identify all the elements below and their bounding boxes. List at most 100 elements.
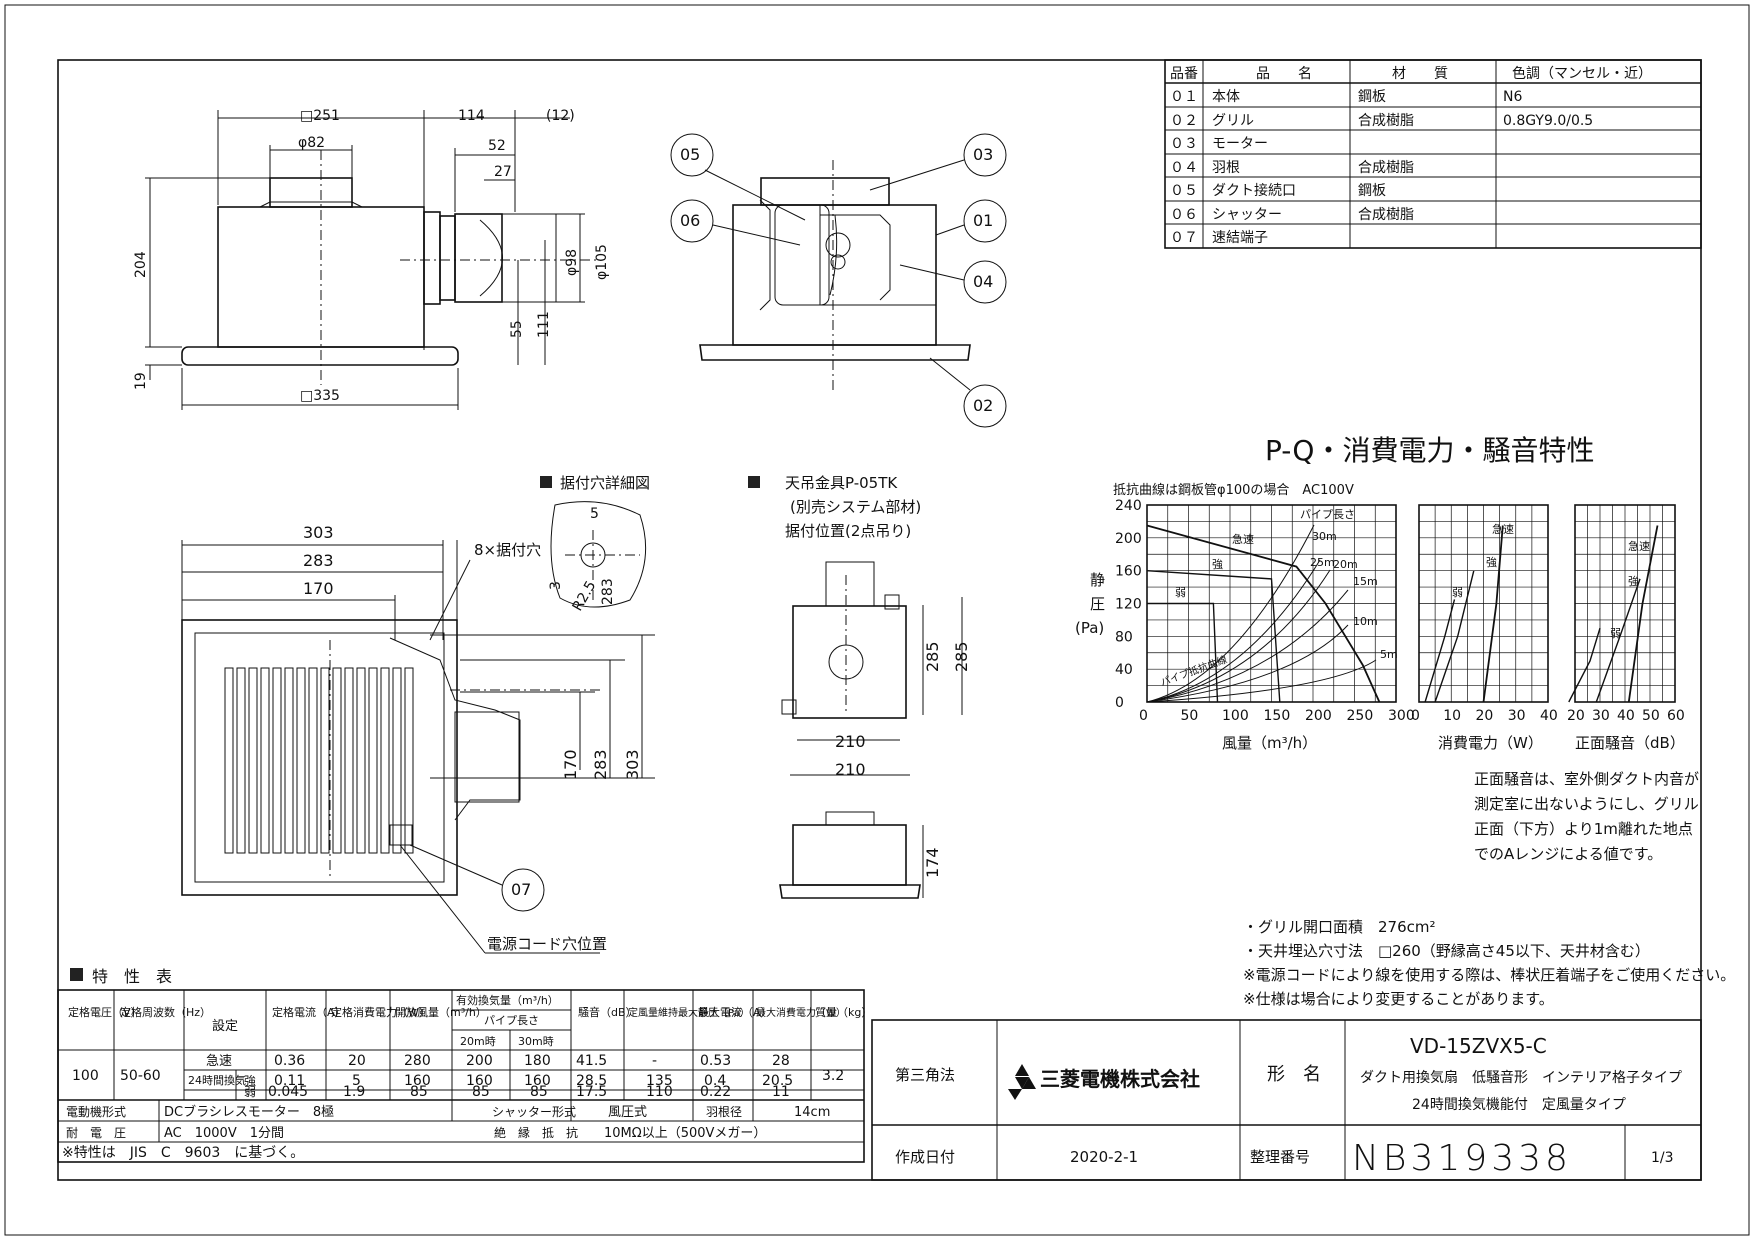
pipe-20m: 20m [1333,558,1358,571]
h-freq: 定格周波数（Hz） [120,1005,211,1019]
mount-hole-detail: 据付穴詳細図 5 3 R2.5 283 [540,474,650,614]
power-curve-label: 弱 [1452,586,1463,599]
spec-footnote: ※特性は JIS C 9603 に基づく。 [62,1144,304,1161]
parts-header-no: 品番 [1170,66,1198,82]
chart-condition: 抵抗曲線は鋼板管φ100の場合 AC100V [1113,482,1354,498]
pipe-10m: 10m [1353,615,1378,628]
maxcur: 0.22 [700,1084,731,1100]
callout-label: 01 [973,211,993,230]
model-number: VD-15ZVX5-C [1410,1034,1547,1058]
part-color: 0.8GY9.0/0.5 [1503,113,1593,129]
maxpress: 110 [646,1084,673,1100]
hole-dim: 3 [548,581,564,590]
chart-note: 正面騒音は、室外側ダクト内音が 測定室に出ないようにし、グリル 正面（下方）より… [1474,770,1699,863]
dim-label: 52 [488,138,506,154]
series-line-1 [1434,570,1475,703]
h-maxpow: 最大消費電力（W） [756,1006,846,1019]
y-tick-label: 160 [1115,564,1142,580]
insulation-label: 絶 縁 抵 抗 [494,1125,578,1140]
h-maxcur: 最大電流（A） [698,1005,772,1019]
withstand-value: AC 1000V 1分間 [164,1126,284,1141]
series-line-2 [1147,602,1219,703]
series-line-2 [1424,599,1456,703]
hanger-drawing: 天吊金具P-05TK (別売システム部材) 据付位置(2点吊り) 210 285… [748,474,971,899]
blade-value: 14cm [794,1105,830,1120]
airflow: 280 [404,1053,431,1069]
h-maxpress: 定風量維持最大静圧（Pa） [628,1006,750,1019]
spec-table: 特 性 表 定格電圧（V） 定格周波数（Hz） 設定 定格電流（A） 定格消費電… [57,967,872,1163]
mount-hole-title: 据付穴詳細図 [560,474,650,492]
dim-label: 114 [458,108,485,124]
power-xlabel: 消費電力（W） [1438,734,1543,752]
part-material: 合成樹脂 [1358,113,1414,129]
blade-label: 羽根径 [706,1105,742,1119]
part-name: グリル [1212,113,1254,129]
h-airflow: 開放風量（m³/h） [395,1005,487,1019]
shutter-value: 風圧式 [608,1105,647,1120]
part-material: 合成樹脂 [1358,207,1414,223]
h-power: 定格消費電力（W） [331,1005,430,1019]
part-name: 本体 [1212,89,1240,105]
chart-title: P-Q・消費電力・騒音特性 [1265,434,1594,467]
spec-title: 特 性 表 [92,967,172,986]
part-no: ０５ [1170,183,1198,199]
freq-value: 50-60 [120,1068,161,1084]
pipe-15m: 15m [1353,575,1378,588]
note: ・グリル開口面積 276cm² [1243,918,1436,936]
date-label: 作成日付 [895,1148,955,1166]
part-name: モーター [1212,136,1268,152]
noise-curve-label: 強 [1628,575,1639,588]
m30: 160 [524,1073,551,1089]
part-material: 合成樹脂 [1358,160,1414,176]
note: ・天井埋込穴寸法 □260（野縁高さ45以下、天井材含む） [1243,942,1650,960]
x-tick-label: 50 [1181,708,1199,724]
maxpow: 11 [772,1084,790,1100]
dim-label: 204 [133,251,149,278]
parts-header-name: 品 名 [1256,66,1312,82]
h-mass: 質量（kg） [815,1005,872,1019]
parts-header-color: 色調（マンセル・近） [1512,65,1652,82]
x-tick-label: 50 [1642,708,1660,724]
part-no: ０４ [1170,160,1198,176]
h-voltage: 定格電圧（V） [68,1005,142,1019]
callout-01: 01 [935,199,1007,243]
x-tick-label: 20 [1476,708,1494,724]
power-series [1424,525,1504,703]
parts-header-material: 材 質 [1392,66,1448,82]
mode: 強 [244,1074,256,1088]
pq-curve-label: 急速 [1232,532,1254,546]
part-material: 鋼板 [1358,89,1386,105]
title-block: 第三角法 三菱電機株式会社 形 名 VD-15ZVX5-C ダクト用換気扇 低騒… [871,1019,1702,1181]
h-20m: 20m時 [460,1035,496,1048]
note-line: 正面（下方）より1m離れた地点 [1474,820,1693,838]
callout-07: 07 [409,844,545,912]
company-name: 三菱電機株式会社 [1040,1067,1200,1091]
hole-dim: 283 [600,578,616,605]
x-tick-label: 40 [1540,708,1558,724]
pq-curve-label: 弱 [1175,586,1186,599]
maxpress: - [652,1053,657,1069]
plan-dim: 303 [303,523,334,542]
note: ※仕様は場合により変更することがあります。 [1243,990,1554,1008]
dim-label: 19 [133,372,149,390]
x-tick-label: 150 [1264,708,1291,724]
hanger-title: 天吊金具P-05TK [785,474,898,492]
callout-label: 03 [973,145,993,164]
pq-series [1146,524,1381,703]
doc-label: 整理番号 [1250,1148,1310,1166]
noise-curve-label: 急速 [1628,539,1650,553]
power-curve-label: 強 [1486,556,1497,569]
dim-label: □335 [300,388,340,404]
plan-dim: 283 [591,749,610,780]
callout-05: 05 [670,133,806,221]
series-line-1 [1146,570,1281,703]
part-no: ０６ [1170,207,1198,223]
callout-06: 06 [670,199,801,246]
part-name: シャッター [1212,207,1282,223]
part-color: N6 [1503,89,1522,105]
chart-area: P-Q・消費電力・騒音特性 抵抗曲線は鋼板管φ100の場合 AC100V 静 圧… [1075,434,1699,863]
hanger-dim: 285 [923,641,942,672]
x-tick-label: 30 [1508,708,1526,724]
